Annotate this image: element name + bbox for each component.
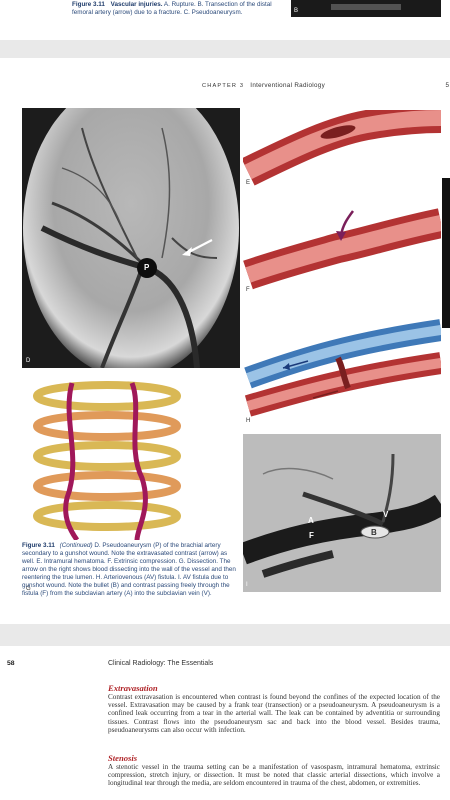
panel-label-h: H <box>246 418 251 424</box>
figure-panel-g: G <box>22 378 240 540</box>
figure-caption-top: Figure 3.11 Vascular injuries. A. Ruptur… <box>72 1 272 16</box>
figure-panel-i: A V F B I <box>243 434 441 592</box>
figure-panel-d: P D <box>22 108 240 368</box>
section-heading: Extravasation <box>108 683 158 693</box>
section-stenosis: Stenosis A stenotic vessel in the trauma… <box>108 753 440 788</box>
figure-panel-e: E <box>243 110 441 188</box>
pseudoaneurysm-marker: P <box>144 263 150 272</box>
panel-label-d: D <box>26 358 31 364</box>
panel-label-g-text: G <box>26 586 31 592</box>
panel-label-e: E <box>246 180 251 186</box>
page-number: 58 <box>7 660 15 667</box>
panel-label-b: B <box>294 8 299 14</box>
panel-i-label-b: B <box>371 528 377 537</box>
section-body: A stenotic vessel in the trauma setting … <box>108 763 440 788</box>
figure-caption-main: Figure 3.11 (Continued) D. Pseudoaneurys… <box>22 542 236 597</box>
page-text: 58 Clinical Radiology: The Essentials Ex… <box>0 646 450 800</box>
book-title: Clinical Radiology: The Essentials <box>108 660 214 667</box>
panel-i-label-a: A <box>308 516 314 525</box>
figure-panel-f: F <box>243 203 441 298</box>
figure-panel-h: H <box>243 318 441 428</box>
section-extravasation: Extravasation Contrast extravasation is … <box>108 683 440 734</box>
panel-i-label-v: V <box>383 510 389 519</box>
angiogram-image-d <box>22 108 240 368</box>
page-top: Figure 3.11 Vascular injuries. A. Ruptur… <box>0 0 450 40</box>
running-header: CHAPTER 3 Interventional Radiology <box>202 82 326 89</box>
page-edge-shadow <box>442 178 450 328</box>
panel-label-i: I <box>246 582 248 588</box>
edge-page-number: 5 <box>445 82 449 89</box>
panel-label-f: F <box>246 287 250 293</box>
section-body: Contrast extravasation is encountered wh… <box>108 693 440 734</box>
figure-panel-b: B <box>291 0 441 17</box>
page-figure: CHAPTER 3 Interventional Radiology 5 <box>0 58 450 624</box>
panel-i-label-f: F <box>309 531 314 540</box>
section-heading: Stenosis <box>108 753 138 763</box>
angiogram-image-i <box>243 434 441 592</box>
